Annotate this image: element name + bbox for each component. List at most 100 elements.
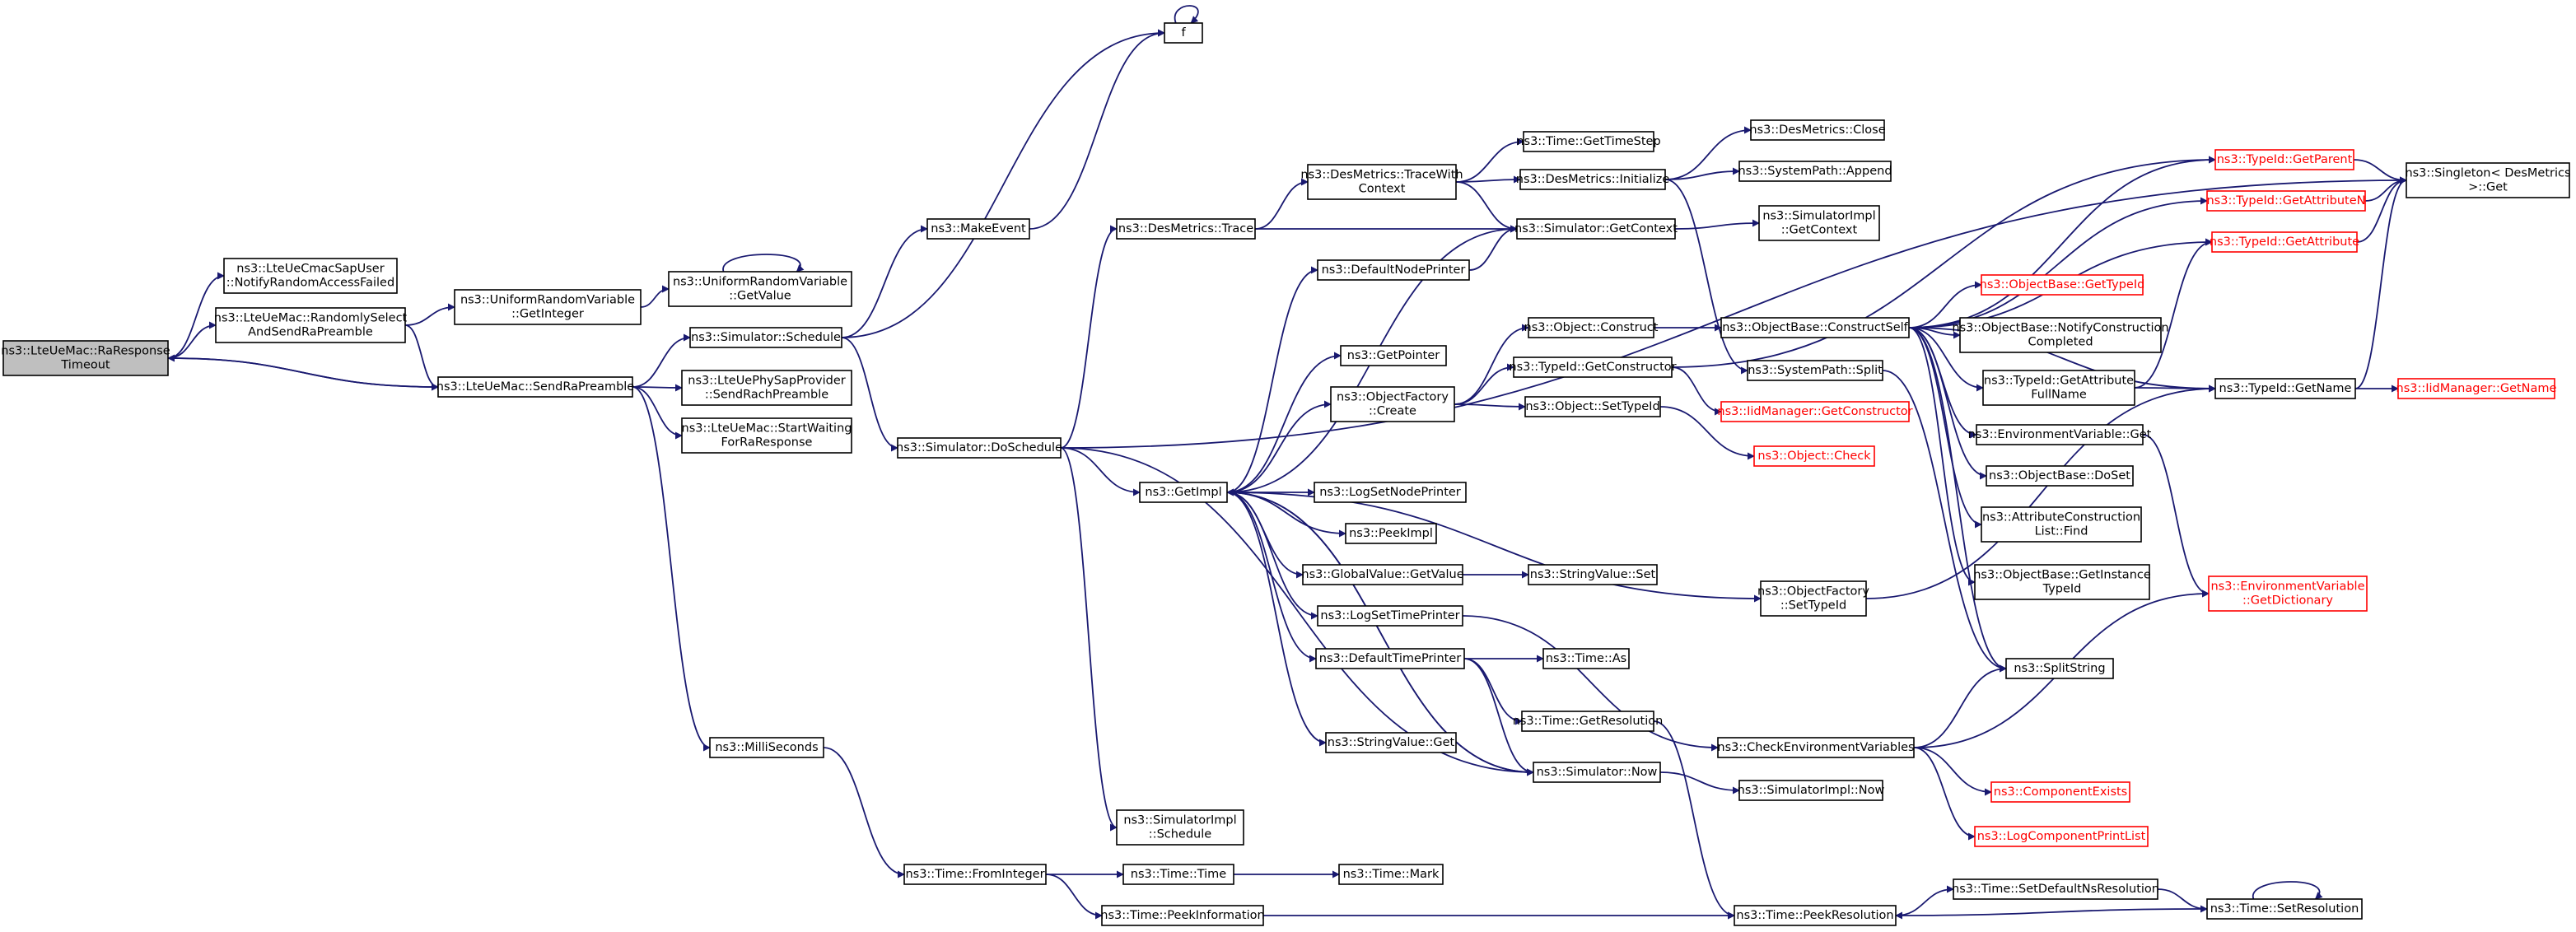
node-box (1734, 905, 1897, 926)
node-mark[interactable]: ns3::Time::Mark (1338, 864, 1444, 885)
node-singleton[interactable]: ns3::Singleton< DesMetrics>::Get (2405, 162, 2571, 198)
edge-simnow-to-simpnow (1659, 771, 1740, 795)
node-objconst[interactable]: ns3::Object::Construct (1524, 317, 1659, 338)
node-logcpl[interactable]: ns3::LogComponentPrintList (1974, 826, 2149, 847)
node-obnotify[interactable]: ns3::ObjectBase::NotifyConstructionCompl… (1952, 317, 2169, 353)
node-lognp[interactable]: ns3::LogSetNodePrinter (1314, 482, 1467, 503)
node-label: ns3::SimulatorImpl (1123, 814, 1236, 827)
node-timeas[interactable]: ns3::Time::As (1542, 648, 1630, 669)
node-getctx[interactable]: ns3::Simulator::GetContext (1514, 218, 1678, 240)
node-obgettid[interactable]: ns3::ObjectBase::GetTypeId (1980, 274, 2145, 296)
node-simnow[interactable]: ns3::Simulator::Now (1533, 762, 1661, 783)
node-spappend[interactable]: ns3::SystemPath::Append (1738, 161, 1892, 182)
node-iidgetc[interactable]: ns3::IidManager::GetConstructor (1717, 401, 1913, 422)
node-peekres[interactable]: ns3::Time::PeekResolution (1734, 905, 1897, 926)
node-checkenv[interactable]: ns3::CheckEnvironmentVariables (1717, 737, 1915, 758)
node-box (1330, 386, 1455, 422)
node-label: ns3::LteUeCmacSapUser (236, 263, 384, 276)
node-gvget[interactable]: ns3::GlobalValue::GetValue (1301, 564, 1464, 585)
node-box (689, 327, 842, 348)
node-tidgetattrn[interactable]: ns3::TypeId::GetAttributeN (2206, 190, 2366, 212)
node-getptr[interactable]: ns3::GetPointer (1340, 345, 1447, 366)
node-getint[interactable]: ns3::UniformRandomVariable::GetInteger (454, 289, 642, 325)
node-label: ns3::LogSetTimePrinter (1320, 609, 1459, 622)
node-simpnow[interactable]: ns3::SimulatorImpl::Now (1738, 780, 1885, 801)
node-setdefns[interactable]: ns3::Time::SetDefaultNsResolution (1952, 878, 2159, 900)
edge-objsettid-to-objcheck (1659, 406, 1755, 460)
node-obcs[interactable]: ns3::ObjectBase::ConstructSelf (1720, 317, 1910, 338)
edge-defnode-to-getctx (1468, 225, 1518, 271)
node-getimpl[interactable]: ns3::GetImpl (1139, 482, 1228, 503)
node-sched[interactable]: ns3::Simulator::Schedule (689, 327, 842, 348)
node-box (1750, 119, 1885, 141)
node-peekinfo[interactable]: ns3::Time::PeekInformation (1100, 905, 1265, 926)
node-svget[interactable]: ns3::StringValue::Get (1325, 732, 1457, 753)
node-getres[interactable]: ns3::Time::GetResolution (1513, 711, 1664, 732)
edge-obcs-to-obgettid (1908, 281, 1982, 329)
node-mkevent[interactable]: ns3::MakeEvent (926, 218, 1030, 240)
node-obdoset[interactable]: ns3::ObjectBase::DoSet (1986, 465, 2134, 487)
node-dminit[interactable]: ns3::DesMetrics::Initialize (1516, 169, 1670, 190)
node-getvalue[interactable]: ns3::UniformRandomVariable::GetValue (668, 271, 852, 307)
edge-getctx-to-simpctx (1674, 219, 1760, 230)
node-peekimpl[interactable]: ns3::PeekImpl (1345, 523, 1437, 544)
node-notify[interactable]: ns3::LteUeCmacSapUser::NotifyRandomAcces… (223, 258, 398, 294)
node-gettimestep[interactable]: ns3::Time::GetTimeStep (1516, 131, 1661, 152)
node-dosched[interactable]: ns3::Simulator::DoSchedule (896, 437, 1062, 459)
node-setres[interactable]: ns3::Time::SetResolution (2206, 898, 2363, 920)
node-box (1758, 205, 1880, 241)
node-tidgetattr[interactable]: ns3::TypeId::GetAttribute (2210, 231, 2359, 253)
node-svset[interactable]: ns3::StringValue::Set (1528, 564, 1658, 585)
edge-getimpl-to-getptr (1226, 352, 1342, 493)
node-tidgetname[interactable]: ns3::TypeId::GetName (2214, 378, 2356, 399)
node-label: ns3::MakeEvent (931, 222, 1026, 235)
node-box (2, 340, 169, 376)
node-dmclose[interactable]: ns3::DesMetrics::Close (1749, 119, 1886, 141)
node-iidgetname[interactable]: ns3::IidManager::GetName (2396, 378, 2557, 399)
node-fromint[interactable]: ns3::Time::FromInteger (903, 864, 1047, 885)
node-label: ns3::Time::Time (1131, 868, 1227, 881)
node-label: ns3::ObjectBase::DoSet (1989, 469, 2130, 482)
node-dmtrace[interactable]: ns3::DesMetrics::Trace (1116, 218, 1256, 240)
edge-logtp-to-checkenv (1462, 615, 1719, 752)
node-label: ns3::LteUeMac::SendRaPreamble (436, 380, 635, 394)
edge-mkevent-to-f (1029, 29, 1165, 230)
node-objsettid[interactable]: ns3::Object::SetTypeId (1524, 396, 1661, 417)
edge-peekres-to-setdefns (1895, 885, 1954, 916)
node-f[interactable]: f (1164, 22, 1203, 44)
node-tidgetparent[interactable]: ns3::TypeId::GetParent (2214, 149, 2354, 170)
node-deftp[interactable]: ns3::DefaultTimePrinter (1315, 648, 1465, 669)
node-tidgetc[interactable]: ns3::TypeId::GetConstructor (1509, 356, 1677, 378)
node-ofsettid[interactable]: ns3::ObjectFactory::SetTypeId (1757, 580, 1869, 617)
node-spsplit[interactable]: ns3::SystemPath::Split (1747, 360, 1883, 381)
node-objcheck[interactable]: ns3::Object::Check (1753, 445, 1875, 467)
node-simpctx[interactable]: ns3::SimulatorImpl::GetContext (1758, 205, 1880, 241)
node-send[interactable]: ns3::LteUeMac::SendRaPreamble (436, 376, 635, 398)
node-ofcreate[interactable]: ns3::ObjectFactory::Create (1330, 386, 1455, 422)
edge-fromint-to-peekinfo (1045, 874, 1103, 920)
node-logtp[interactable]: ns3::LogSetTimePrinter (1317, 605, 1463, 627)
node-label: ::NotifyRandomAccessFailed (226, 277, 394, 290)
node-rach[interactable]: ns3::LteUePhySapProvider::SendRachPreamb… (681, 370, 852, 406)
node-timetime[interactable]: ns3::Time::Time (1122, 864, 1234, 885)
node-envdict[interactable]: ns3::EnvironmentVariable::GetDictionary (2208, 576, 2368, 612)
node-box (1717, 737, 1915, 758)
node-defnode[interactable]: ns3::DefaultNodePrinter (1317, 259, 1470, 281)
edge-sched-to-dosched (841, 337, 898, 452)
node-compex[interactable]: ns3::ComponentExists (1990, 781, 2130, 803)
node-label: ns3::CheckEnvironmentVariables (1717, 741, 1914, 754)
node-milli[interactable]: ns3::MilliSeconds (709, 737, 824, 758)
node-simpsched[interactable]: ns3::SimulatorImpl::Schedule (1116, 809, 1244, 846)
node-envget[interactable]: ns3::EnvironmentVariable::Get (1968, 424, 2152, 445)
edge-send-to-sched (632, 333, 691, 388)
node-rand[interactable]: ns3::LteUeMac::RandomlySelectAndSendRaPr… (214, 307, 408, 343)
node-splitstr[interactable]: ns3::SplitString (2005, 658, 2114, 679)
node-label: ns3::IidManager::GetName (2396, 382, 2557, 395)
